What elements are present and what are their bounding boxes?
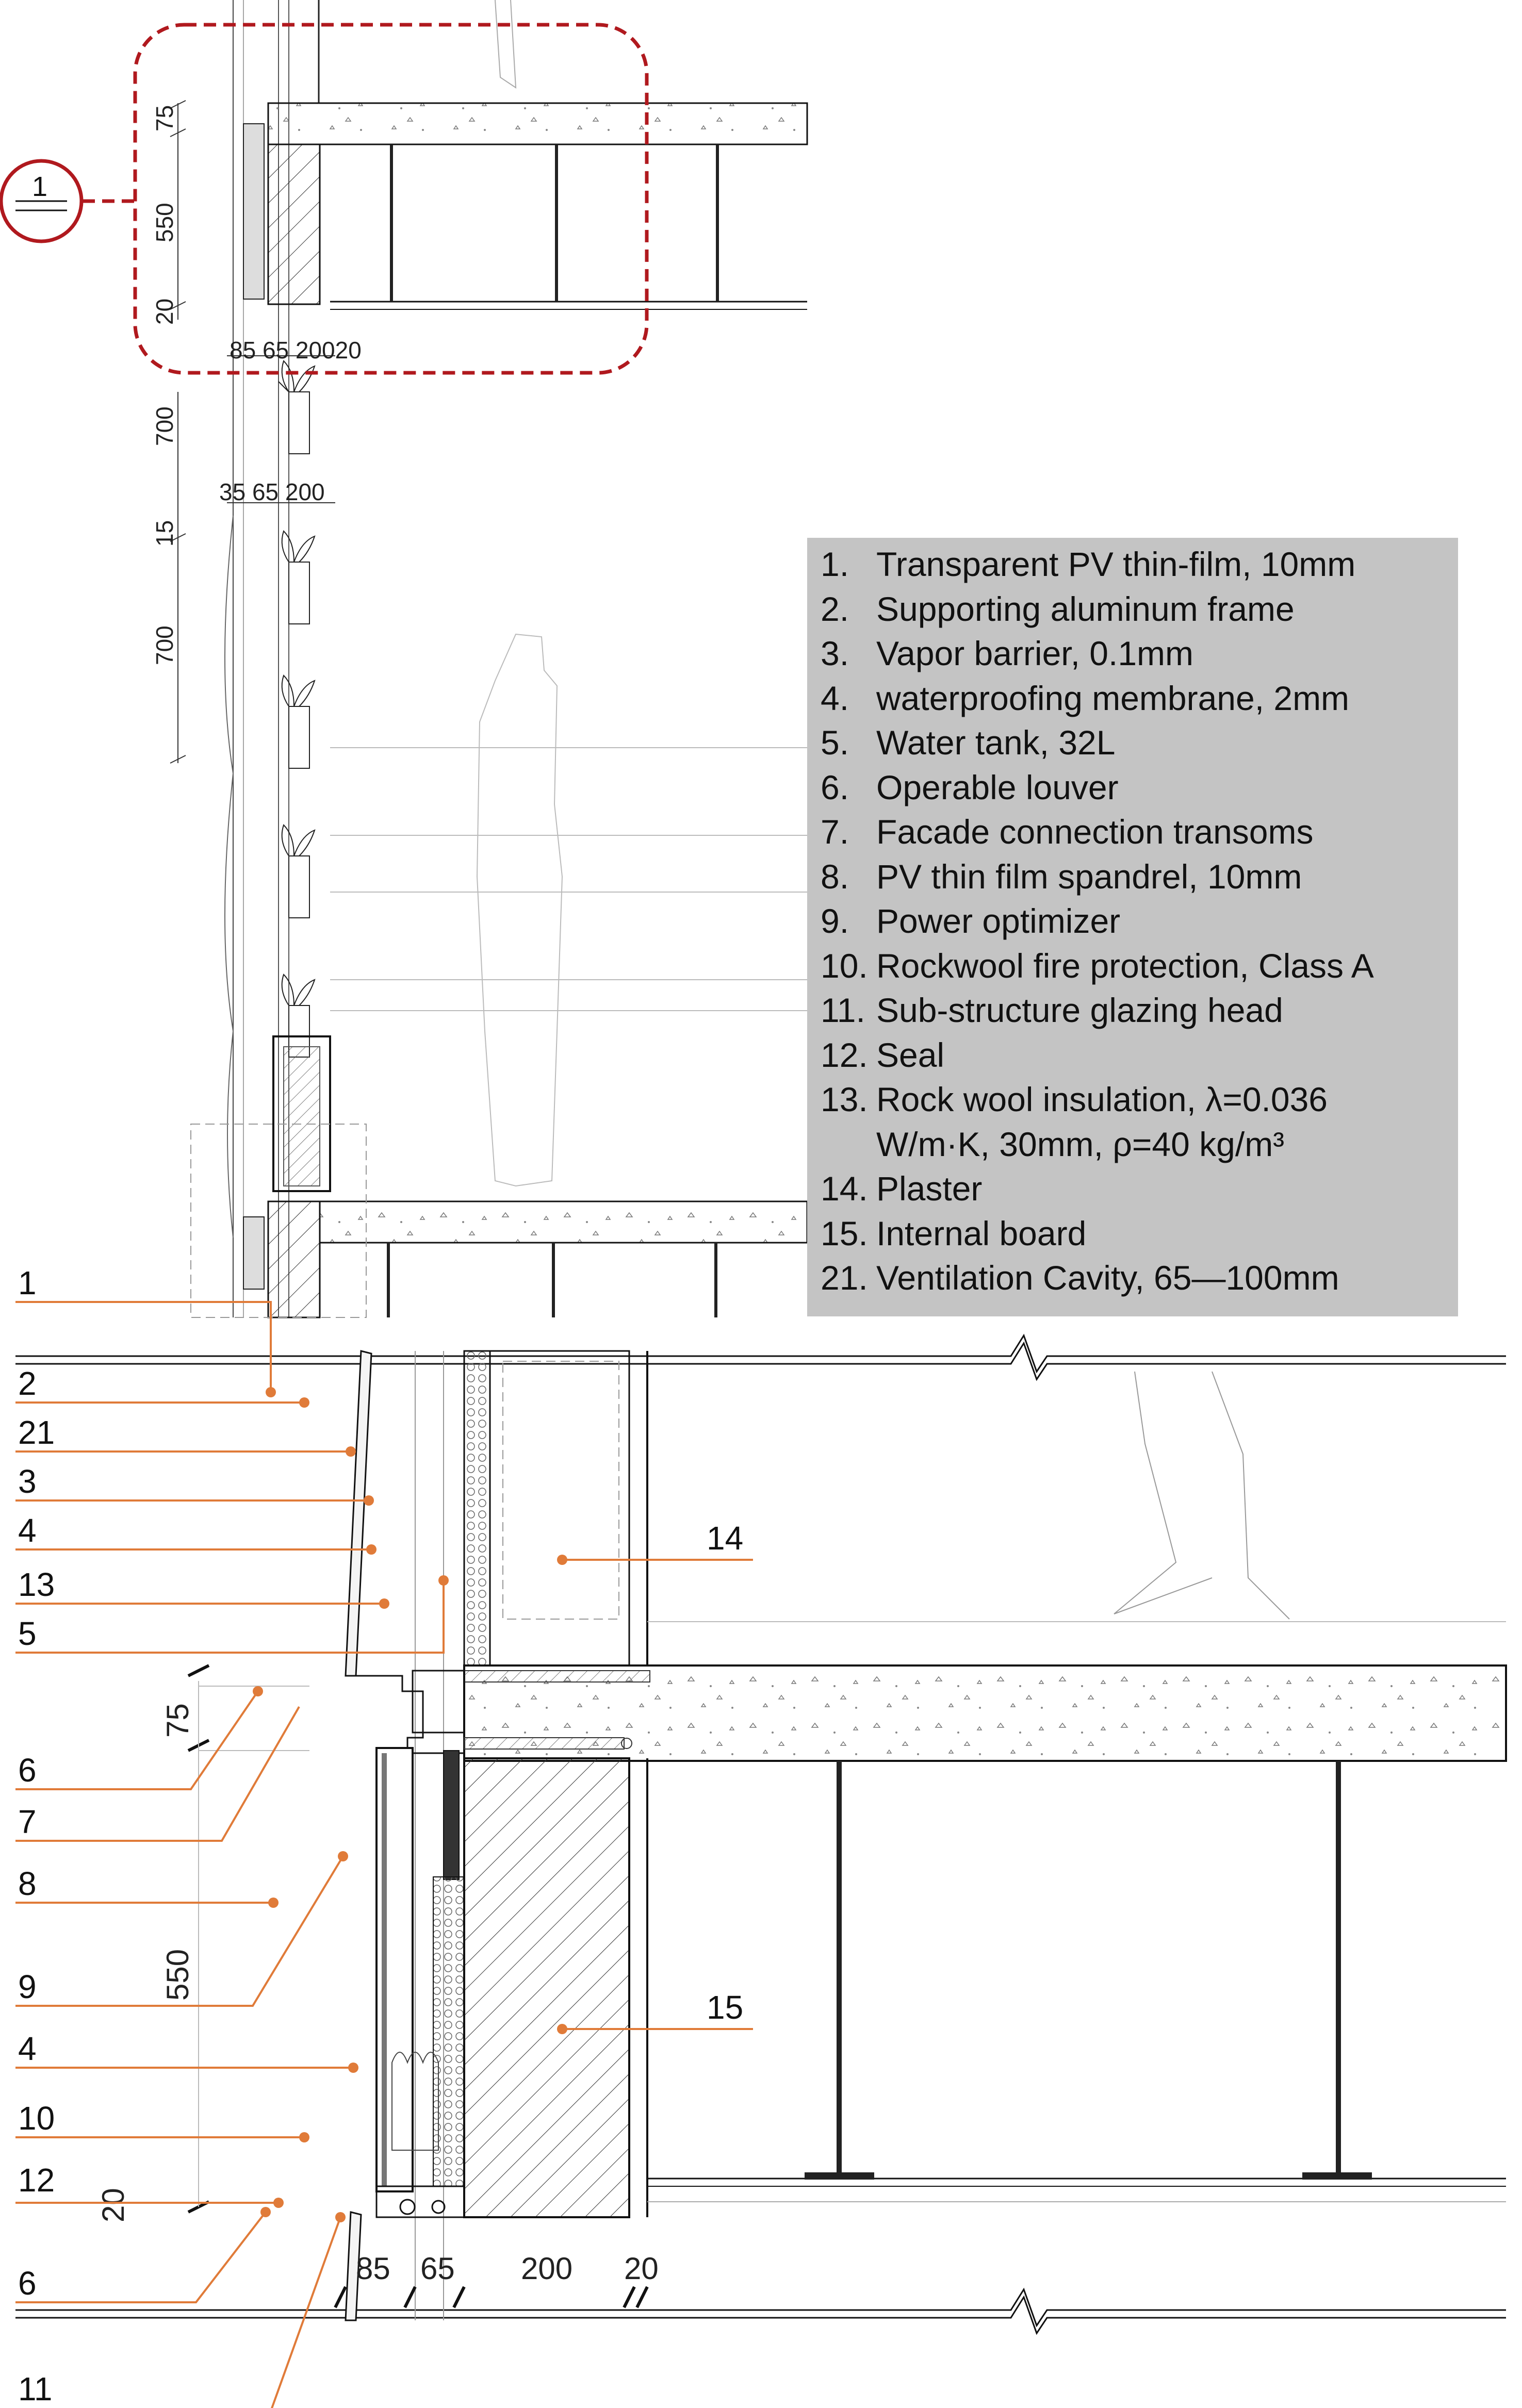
legend-item-number: 15. xyxy=(821,1214,868,1252)
legend-item: 4. waterproofing membrane, 2mm xyxy=(821,676,1446,721)
legend-item: 21.Ventilation Cavity, 65—100mm xyxy=(821,1256,1446,1300)
legend-item: 13.Rock wool insulation, λ=0.036 W/m·K, … xyxy=(821,1077,1446,1166)
callout-1: 1 xyxy=(18,1264,37,1301)
dim-upper-15: 15 xyxy=(151,520,178,547)
callout-6-lower: 6 xyxy=(18,2265,37,2302)
legend-item-number: 4. xyxy=(821,679,849,717)
legend-item-text: Operable louver xyxy=(876,768,1119,806)
callout-12: 12 xyxy=(18,2162,55,2199)
callout-21: 21 xyxy=(18,1414,55,1451)
callout-4-lower: 4 xyxy=(18,2030,37,2067)
dim-upper-700-a: 700 xyxy=(151,406,178,446)
legend-item-number: 13. xyxy=(821,1080,868,1118)
legend-item: 6. Operable louver xyxy=(821,765,1446,810)
legend-item-text: Rock wool insulation, λ=0.036 W/m·K, 30m… xyxy=(876,1080,1328,1163)
legend-item: 9. Power optimizer xyxy=(821,899,1446,944)
legend-item: 2. Supporting aluminum frame xyxy=(821,587,1446,632)
legend-item-text: Seal xyxy=(876,1035,945,1074)
dim-upper-550: 550 xyxy=(151,203,178,242)
legend-item-number: 10. xyxy=(821,946,868,985)
legend-item: 1. Transparent PV thin-film, 10mm xyxy=(821,542,1446,587)
legend-item-number: 1. xyxy=(821,545,849,583)
callout-7: 7 xyxy=(18,1803,37,1840)
legend-item-text: Sub-structure glazing head xyxy=(876,991,1283,1029)
legend-item-number: 12. xyxy=(821,1035,868,1074)
callout-6-upper: 6 xyxy=(18,1752,37,1789)
legend-item-text: Ventilation Cavity, 65—100mm xyxy=(876,1259,1339,1297)
legend-item-number: 5. xyxy=(821,723,849,762)
legend-item-number: 2. xyxy=(821,589,849,628)
callout-3: 3 xyxy=(18,1463,37,1500)
legend-item-text: PV thin film spandrel, 10mm xyxy=(876,857,1302,896)
detail-dim-20-horizontal: 20 xyxy=(624,2251,659,2286)
legend-item-number: 6. xyxy=(821,768,849,806)
legend-item: 5. Water tank, 32L xyxy=(821,720,1446,765)
legend-item-number: 3. xyxy=(821,634,849,672)
dim-upper-20: 20 xyxy=(151,299,178,325)
legend-item-text: Vapor barrier, 0.1mm xyxy=(876,634,1194,672)
legend-item: 11. Sub-structure glazing head xyxy=(821,988,1446,1033)
detail-dim-65: 65 xyxy=(420,2251,455,2286)
callout-5: 5 xyxy=(18,1615,37,1652)
callout-15: 15 xyxy=(707,1989,743,2026)
legend-item-text: Supporting aluminum frame xyxy=(876,589,1295,628)
callout-8: 8 xyxy=(18,1865,37,1902)
callout-14: 14 xyxy=(707,1520,743,1557)
legend-item-text: Facade connection transoms xyxy=(876,813,1314,851)
legend-item-number: 9. xyxy=(821,902,849,940)
legend-item-text: Internal board xyxy=(876,1214,1087,1252)
legend-item-text: waterproofing membrane, 2mm xyxy=(876,679,1350,717)
detail-dim-85: 85 xyxy=(356,2251,390,2286)
legend-item: 8. PV thin film spandrel, 10mm xyxy=(821,854,1446,899)
dim-lower-horizontal: 35 65 200 xyxy=(219,479,325,505)
legend-item: 14.Plaster xyxy=(821,1166,1446,1211)
legend-item-text: Plaster xyxy=(876,1169,983,1208)
legend-item-number: 14. xyxy=(821,1169,868,1208)
legend-item-text: Water tank, 32L xyxy=(876,723,1116,762)
legend-item-text: Power optimizer xyxy=(876,902,1121,940)
legend-item-number: 21. xyxy=(821,1259,868,1297)
detail-marker-number: 1 xyxy=(32,171,47,202)
dim-upper-700-b: 700 xyxy=(151,625,178,665)
legend-item: 10.Rockwool fire protection, Class A xyxy=(821,944,1446,988)
overview-section: 75 550 20 700 15 700 85 65 20020 35 65 2… xyxy=(0,0,808,1318)
detail-dim-550: 550 xyxy=(160,1949,195,2001)
dim-upper-horizontal: 85 65 20020 xyxy=(230,337,362,364)
callout-13: 13 xyxy=(18,1566,55,1603)
enlarged-detail-section: 75 550 20 85 65 200 20 xyxy=(15,1264,1507,2408)
callout-2: 2 xyxy=(18,1365,37,1402)
legend-item: 3. Vapor barrier, 0.1mm xyxy=(821,631,1446,676)
detail-dim-200: 200 xyxy=(521,2251,572,2286)
legend-item-number: 11. xyxy=(821,991,865,1029)
detail-dim-20: 20 xyxy=(96,2188,130,2222)
callout-4-upper: 4 xyxy=(18,1512,37,1549)
dim-upper-75: 75 xyxy=(151,105,178,131)
detail-highlight-box xyxy=(133,23,649,375)
legend-item-number: 8. xyxy=(821,857,849,896)
legend-item-text: Rockwool fire protection, Class A xyxy=(876,946,1374,985)
callout-9: 9 xyxy=(18,1968,37,2005)
detail-dim-75: 75 xyxy=(160,1703,195,1738)
legend-item: 15.Internal board xyxy=(821,1211,1446,1256)
legend-item-number: 7. xyxy=(821,813,849,851)
legend-item: 7. Facade connection transoms xyxy=(821,810,1446,854)
legend-item-text: Transparent PV thin-film, 10mm xyxy=(876,545,1356,583)
callout-11: 11 xyxy=(18,2370,52,2407)
callout-10: 10 xyxy=(18,2100,55,2137)
material-legend: 1. Transparent PV thin-film, 10mm 2. Suppor… xyxy=(807,538,1458,1316)
legend-item: 12.Seal xyxy=(821,1033,1446,1078)
